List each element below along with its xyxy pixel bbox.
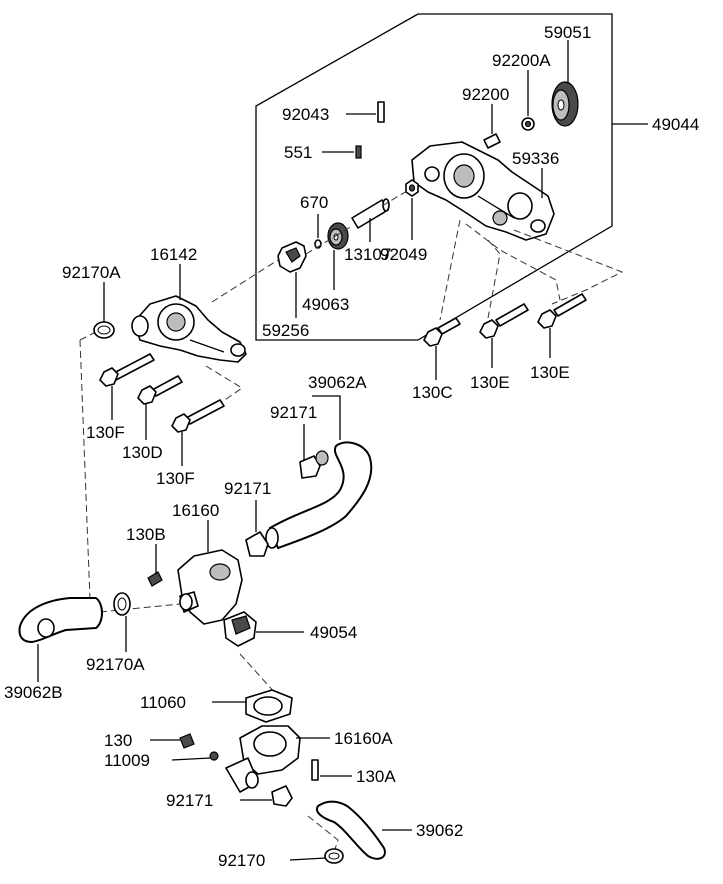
label-11009: 11009 <box>104 751 150 770</box>
clamp-92170A-top <box>93 282 115 339</box>
pin-92043 <box>346 101 385 123</box>
part-labels: 59051 92200A 92200 92043 49044 551 59336… <box>4 23 699 870</box>
label-92171-1: 92171 <box>270 403 317 422</box>
label-130F-1: 130F <box>86 423 125 442</box>
thermostat-49054 <box>223 611 304 647</box>
shaft-13107 <box>351 198 390 242</box>
label-130: 130 <box>104 731 132 750</box>
housing-16160A <box>225 725 330 793</box>
label-130A: 130A <box>356 767 396 786</box>
label-130E-2: 130E <box>530 363 570 382</box>
bolt-130E-2 <box>537 293 587 358</box>
label-92170: 92170 <box>218 851 265 870</box>
seal-11009 <box>171 751 219 761</box>
label-59256: 59256 <box>262 321 309 340</box>
label-39062: 39062 <box>416 821 463 840</box>
clamp-92170A-bottom <box>113 592 131 652</box>
clamp-92171-3 <box>240 785 293 807</box>
impeller-59256 <box>277 241 307 318</box>
pump-housing-59336 <box>411 141 555 241</box>
assembly-guide-lines <box>79 187 624 853</box>
label-13107: 13107 <box>344 245 391 264</box>
assembly-box-49044 <box>255 13 648 341</box>
clamp-92171-1 <box>299 424 329 479</box>
washer-92200A <box>521 70 535 131</box>
label-92171-3: 92171 <box>166 791 213 810</box>
label-130C: 130C <box>412 383 453 402</box>
label-130F-2: 130F <box>156 469 195 488</box>
bolt-130F-2 <box>171 399 225 466</box>
bolt-130F-1 <box>99 353 155 420</box>
label-551: 551 <box>284 143 312 162</box>
label-92200A: 92200A <box>492 51 551 70</box>
label-16160: 16160 <box>172 501 219 520</box>
label-16142: 16142 <box>150 245 197 264</box>
drive-gear <box>551 40 579 127</box>
label-59051: 59051 <box>544 23 591 42</box>
label-59336: 59336 <box>512 149 559 168</box>
clamp-92170 <box>289 848 344 864</box>
bolt-130B <box>147 544 163 587</box>
label-92171-2: 92171 <box>224 479 271 498</box>
label-130B: 130B <box>126 525 166 544</box>
label-92049: 92049 <box>380 245 427 264</box>
oring-670 <box>314 214 322 249</box>
stud-130A <box>311 759 352 781</box>
thermostat-housing-16160 <box>177 520 243 625</box>
hose-39062B <box>18 597 103 682</box>
label-11060: 11060 <box>140 693 186 712</box>
bolt-130C <box>423 317 461 380</box>
pin-551 <box>322 145 362 159</box>
label-39062B: 39062B <box>4 683 63 702</box>
bolt-130E-1 <box>479 303 529 368</box>
label-49054: 49054 <box>310 623 357 642</box>
label-670: 670 <box>300 193 328 212</box>
clip-92200 <box>483 104 501 149</box>
label-92043: 92043 <box>282 105 329 124</box>
label-39062A: 39062A <box>308 373 367 392</box>
nut-92049 <box>405 179 419 240</box>
bolt-130D <box>137 375 183 440</box>
hose-39062 <box>316 800 412 860</box>
label-130E-1: 130E <box>470 373 510 392</box>
bolt-130 <box>150 733 195 749</box>
label-92170A-bottom: 92170A <box>86 655 145 674</box>
label-92200: 92200 <box>462 85 509 104</box>
water-pump-16142 <box>131 264 247 363</box>
seal-49063 <box>327 222 349 290</box>
label-49063: 49063 <box>302 295 349 314</box>
hose-39062A <box>265 395 373 549</box>
label-16160A: 16160A <box>334 729 393 748</box>
gasket-11060 <box>212 689 293 723</box>
label-130D: 130D <box>122 443 163 462</box>
label-49044: 49044 <box>652 115 699 134</box>
label-92170A-top: 92170A <box>62 263 121 282</box>
clamp-92171-2 <box>245 500 269 557</box>
